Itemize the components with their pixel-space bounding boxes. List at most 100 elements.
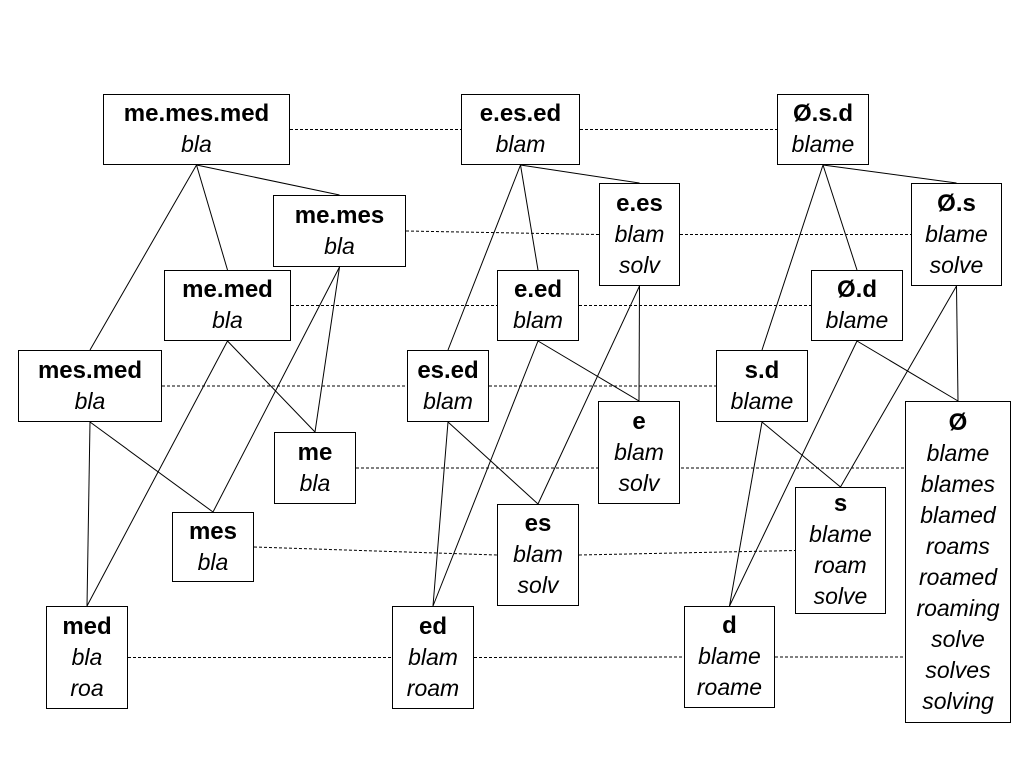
node-stem: solve [813,583,868,609]
node-me-mes-med: me.mes.med bla [103,94,290,165]
node-stem: bla [299,469,331,496]
node-stem-list: bla [324,231,355,262]
solid-edge-null-s-to-s [840,285,957,488]
node-label: e.es.ed [479,100,562,127]
node-stem: bla [181,131,212,157]
solid-edge-e-es-ed-to-es-ed [447,164,521,351]
node-stem: solve [929,251,984,278]
solid-edge-null-d-to-null [856,340,959,402]
node-stem: bla [197,548,229,575]
solid-edge-e-es-ed-to-e-ed [520,164,539,271]
node-label: Ø.s [937,189,976,217]
node-stem-list: blame [792,129,855,160]
node-s-d: s.d blame [716,350,808,422]
node-label: med [62,612,112,640]
node-label: s.d [744,356,780,384]
node-label: me.mes.med [123,100,270,127]
solid-edge-e-es-ed-to-e-es [520,164,640,184]
node-label: mes.med [37,356,143,384]
node-stem: solv [619,251,660,278]
node-stem-list: blame blames blamed roams roamed roaming solve… [916,438,999,717]
solid-edge-null-s-d-to-null-s [822,164,957,184]
node-null-s-d: Ø.s.d blame [777,94,869,165]
solid-edge-null-s-d-to-null-d [822,164,858,271]
node-stem-list: blam [513,305,563,336]
node-stem-list: bla [198,547,229,578]
node-stem: blame [825,307,889,333]
dashed-edge-me-mes-to-e-es [405,230,600,235]
solid-edge-e-ed-to-ed [432,340,539,607]
node-stem: blame [791,131,855,157]
node-e-es-ed: e.es.ed blam [461,94,580,165]
dashed-edge-mes-to-es [253,546,498,556]
node-me-mes: me.mes bla [273,195,406,267]
node-stem: blame [809,521,872,547]
node-stem-list: blame [731,386,794,417]
node-stem: blame [926,439,990,466]
node-label: Ø.d [837,276,877,303]
node-stem: roam [406,674,460,701]
node-stem: blames [920,470,996,497]
node-stem-list: blam [423,386,473,417]
solid-edge-me-mes-med-to-me-med [196,164,228,271]
solid-edge-me-mes-med-to-me-mes [196,164,340,196]
node-label: Ø.s.d [792,100,853,127]
node-label: me [297,438,333,466]
node-stem: roaming [916,594,1000,621]
node-stem-list: bla [181,129,212,160]
solid-edge-me-med-to-me [227,340,316,433]
node-stem: solv [618,469,660,496]
solid-edge-mes-med-to-mes [89,421,214,513]
node-label: es [524,510,552,537]
node-stem: blame [730,387,794,414]
node-mes-med: mes.med bla [18,350,162,422]
node-stem: roa [70,674,104,701]
solid-edge-me-med-to-med [86,340,228,607]
node-stem: roamed [919,563,997,590]
node-stem: roams [926,532,990,559]
dashed-edge-es-to-s [578,550,796,556]
node-stem: blam [513,307,563,333]
node-stem: roame [696,674,763,700]
node-stem: solve [931,625,985,652]
node-label: me.mes [294,201,385,229]
solid-edge-null-d-to-d [729,340,858,607]
node-mes: mes bla [172,512,254,582]
node-stem: blam [495,131,546,157]
node-stem-list: bla [212,305,243,336]
solid-edge-me-mes-to-mes [212,266,340,513]
node-stem: bla [212,307,243,333]
node-stem: bla [324,232,355,259]
node-label: es.ed [417,356,479,384]
node-stem: bla [71,643,103,670]
node-e-ed: e.ed blam [497,270,579,341]
node-stem-list: blame roam solve [809,519,872,612]
dashed-edge-ed-to-d [473,656,685,658]
solid-edge-mes-med-to-med [86,421,91,607]
node-stem: blamed [920,501,996,528]
node-stem: blame [925,220,988,247]
node-label: mes [188,517,238,545]
node-label: e [632,407,646,435]
solid-edge-s-d-to-d [729,421,763,607]
node-stem-list: blame solve [925,219,988,281]
node-me: me bla [274,432,356,504]
node-stem: roam [814,552,867,578]
node-label: Ø [948,408,968,436]
node-label: e.ed [513,276,563,303]
node-stem: bla [74,387,106,414]
node-stem: blame [698,643,761,669]
node-stem: blam [423,387,473,414]
